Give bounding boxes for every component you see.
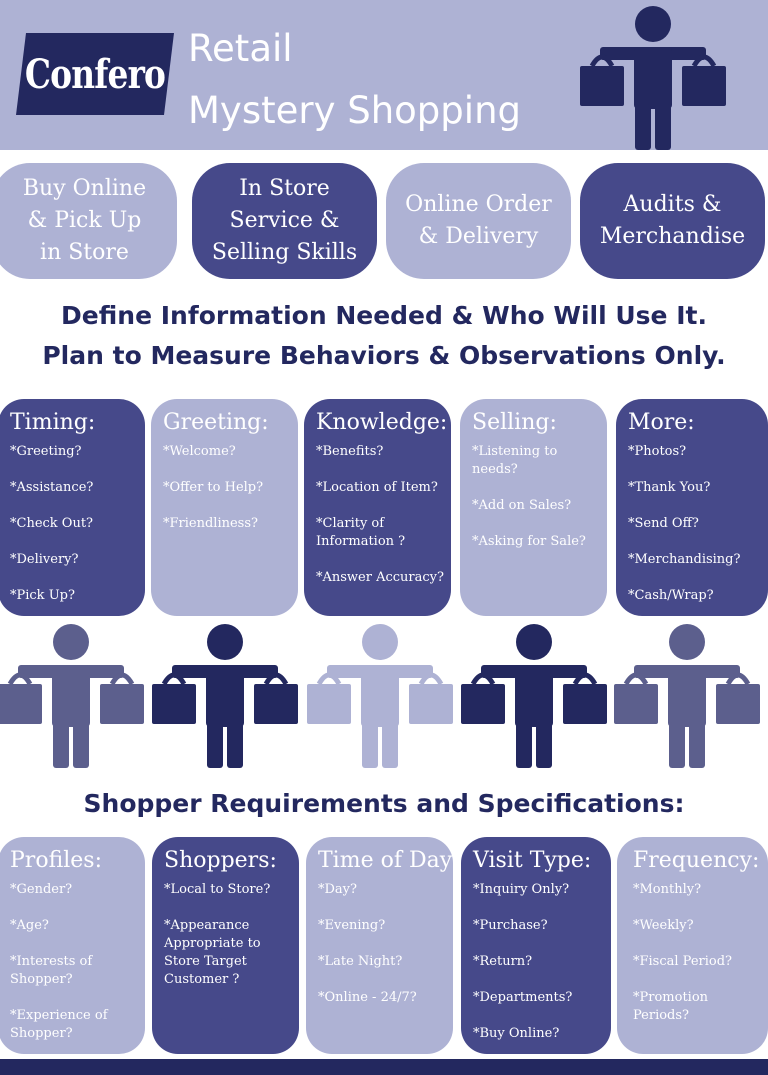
service-pill-audits: Audits & Merchandise	[580, 163, 765, 279]
list-item: *Return?	[473, 954, 533, 969]
header-banner: Confero Retail Mystery Shopping	[0, 0, 768, 150]
headline-line-2: Plan to Measure Behaviors & Observations…	[42, 341, 726, 370]
list-item: *Answer Accuracy?	[316, 570, 444, 585]
list-item: *Local to Store?	[164, 882, 271, 897]
list-item: *Evening?	[318, 918, 386, 933]
list-item: *Buy Online?	[473, 1026, 560, 1041]
card-title: Frequency:	[633, 848, 760, 873]
list-item: *Departments?	[473, 990, 573, 1005]
define-headline: Define Information Needed & Who Will Use…	[0, 296, 768, 376]
card-title: Visit Type:	[473, 848, 592, 873]
list-item: *Benefits?	[316, 444, 384, 459]
card-knowledge: Knowledge: *Benefits? *Location of Item?…	[304, 399, 451, 616]
list-item: *Fiscal Period?	[633, 954, 733, 969]
list-item: *Check Out?	[10, 516, 94, 531]
list-item: *Merchandising?	[628, 552, 741, 567]
card-selling: Selling: *Listening to needs? *Add on Sa…	[460, 399, 607, 616]
service-label: Selling Skills	[211, 240, 358, 265]
shopper-figure-icon	[307, 624, 453, 768]
list-item: *Purchase?	[473, 918, 548, 933]
service-label: & Pick Up	[27, 208, 142, 233]
list-item: *Cash/Wrap?	[628, 588, 714, 603]
service-pill-in-store: In Store Service & Selling Skills	[192, 163, 377, 279]
list-item: *Clarity of Information ?	[316, 516, 406, 549]
list-item: *Assistance?	[10, 480, 94, 495]
page-title: Retail Mystery Shopping	[188, 18, 521, 142]
card-visit-type: Visit Type: *Inquiry Only? *Purchase? *R…	[461, 837, 611, 1054]
list-item: *Add on Sales?	[472, 498, 572, 513]
shopper-figure-icon	[152, 624, 298, 768]
shopper-figure-icon	[580, 6, 726, 150]
card-title: Profiles:	[10, 848, 102, 873]
list-item: *Welcome?	[163, 444, 236, 459]
list-item: *Gender?	[10, 882, 73, 897]
confero-logo: Confero	[16, 33, 174, 115]
list-item: *Asking for Sale?	[472, 534, 586, 549]
card-title: Selling:	[472, 410, 557, 435]
card-profiles: Profiles: *Gender? *Age? *Interests of S…	[0, 837, 145, 1054]
logo-text: Confero	[24, 50, 166, 98]
service-label: Buy Online	[22, 176, 147, 201]
service-label: Service &	[229, 208, 340, 233]
list-item: *Interests of Shopper?	[10, 954, 93, 987]
list-item: *Location of Item?	[316, 480, 438, 495]
shopper-figure-icon	[461, 624, 607, 768]
card-title: Time of Day:	[318, 848, 460, 873]
list-item: *Promotion Periods?	[633, 990, 709, 1023]
title-line-1: Retail	[188, 27, 293, 70]
service-label: in Store	[40, 240, 129, 265]
card-title: Greeting:	[163, 410, 269, 435]
list-item: *Photos?	[628, 444, 687, 459]
card-frequency: Frequency: *Monthly? *Weekly? *Fiscal Pe…	[617, 837, 768, 1054]
title-line-2: Mystery Shopping	[188, 89, 521, 132]
service-label: In Store	[239, 176, 330, 201]
service-pill-online-order: Online Order & Delivery	[386, 163, 571, 279]
list-item: *Weekly?	[633, 918, 694, 933]
card-title: Timing:	[10, 410, 96, 435]
card-title: Shoppers:	[164, 848, 277, 873]
list-item: *Listening to needs?	[472, 444, 558, 477]
shopper-figure-icon	[614, 624, 760, 768]
card-greeting: Greeting: *Welcome? *Offer to Help? *Fri…	[151, 399, 298, 616]
service-label: Online Order	[405, 192, 552, 217]
card-more: More: *Photos? *Thank You? *Send Off? *M…	[616, 399, 768, 616]
list-item: *Age?	[10, 918, 49, 933]
footer-bar	[0, 1059, 768, 1075]
service-label: Merchandise	[599, 224, 746, 249]
card-title: Knowledge:	[316, 410, 448, 435]
card-time-of-day: Time of Day: *Day? *Evening? *Late Night…	[306, 837, 460, 1054]
list-item: *Send Off?	[628, 516, 699, 531]
card-shoppers: Shoppers: *Local to Store? *Appearance A…	[152, 837, 299, 1054]
service-pill-buy-online: Buy Online & Pick Up in Store	[0, 163, 177, 279]
list-item: *Online - 24/7?	[318, 990, 417, 1005]
list-item: *Late Night?	[318, 954, 403, 969]
card-title: More:	[628, 410, 695, 435]
list-item: *Experience of Shopper?	[10, 1008, 108, 1041]
list-item: *Friendliness?	[163, 516, 258, 531]
card-timing: Timing: *Greeting? *Assistance? *Check O…	[0, 399, 145, 616]
headline-line-1: Define Information Needed & Who Will Use…	[61, 301, 707, 330]
list-item: *Monthly?	[633, 882, 702, 897]
list-item: *Pick Up?	[10, 588, 75, 603]
list-item: *Inquiry Only?	[473, 882, 570, 897]
service-label: Audits &	[623, 192, 722, 217]
list-item: *Day?	[318, 882, 357, 897]
shopper-requirements-heading: Shopper Requirements and Specifications:	[83, 789, 685, 818]
list-item: *Appearance Appropriate to Store Target …	[164, 918, 261, 987]
list-item: *Thank You?	[628, 480, 711, 495]
shopper-figure-icon	[0, 624, 144, 768]
list-item: *Offer to Help?	[163, 480, 264, 495]
service-label: & Delivery	[418, 224, 539, 249]
list-item: *Delivery?	[10, 552, 79, 567]
list-item: *Greeting?	[10, 444, 82, 459]
